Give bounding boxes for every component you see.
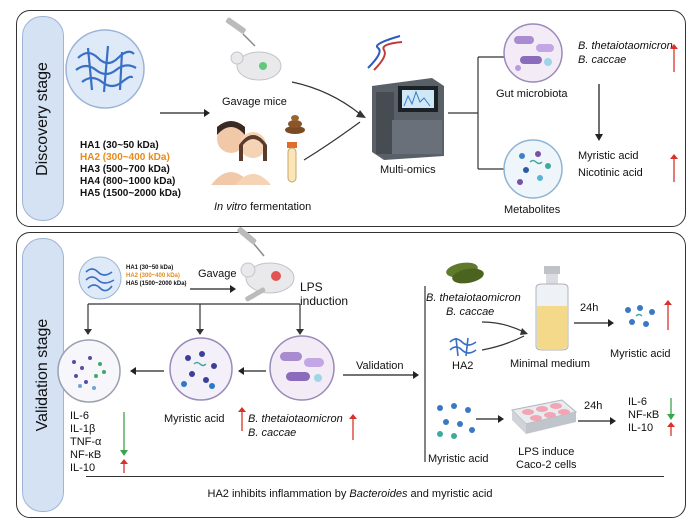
time-2-label: 24h (584, 400, 603, 412)
bacteria-1-label: B. thetaiotaomicron (248, 413, 343, 425)
up-arrow-icon (120, 459, 128, 473)
ha-item: HA3 (500~700 kDa) (80, 164, 170, 175)
in-vitro-fermentation-label: In vitro fermentation (214, 201, 312, 213)
bacteria-2-label: B. caccae (578, 54, 627, 66)
bacteria-green-icon (446, 262, 484, 284)
discovery-stage-text: Discovery stage (34, 61, 51, 176)
metabolites-circle-icon (503, 139, 563, 199)
arrow-right-icon (578, 417, 616, 425)
converge-to-flask-arrows (481, 321, 528, 351)
mouse-lps-icon (237, 227, 295, 302)
multi-omics-label: Multi-omics (380, 164, 436, 176)
validation-label: Validation (356, 360, 404, 372)
right-bacteria-2-label: B. caccae (446, 306, 495, 318)
branch-connector (448, 56, 504, 170)
human-faces-icon (211, 121, 271, 185)
up-arrow-icon (238, 407, 246, 431)
ha2-polymer-icon (449, 337, 477, 357)
up-arrow-icon (670, 44, 678, 72)
myristic-input-dots-icon (437, 403, 475, 439)
medium-bottle-icon (535, 266, 569, 351)
discovery-stage-box (16, 10, 686, 227)
ha-item: HA1 (30~50 kDa) (80, 140, 159, 151)
down-arrow-icon (667, 398, 675, 420)
branch-down-arrows (84, 303, 304, 335)
validation-stage-text: Validation stage (34, 318, 51, 432)
converge-arrows (291, 81, 366, 161)
arrow-left-icon (238, 367, 266, 375)
right-bacteria-1-label: B. thetaiotaomicron (426, 292, 521, 304)
ha-fraction-list: HA1 (30~50 kDa) HA2 (300~400 kDa) HA3 (5… (80, 140, 181, 200)
arrow-down-icon (595, 84, 603, 141)
cytokine-list: IL-6 IL-1β TNF-α NF-κB IL-10 (70, 410, 102, 474)
up-arrow-icon (349, 414, 357, 440)
arrow-right-icon (476, 415, 504, 423)
bacteria-2-label: B. caccae (248, 427, 297, 439)
lps-induce-label: LPS induce Caco-2 cells (516, 446, 577, 471)
right-branch-connector (424, 286, 426, 462)
up-arrow-icon (664, 300, 672, 330)
arrow-right-icon (343, 371, 419, 379)
minimal-medium-label: Minimal medium (510, 358, 591, 370)
bacteria-1-label: B. thetaiotaomicron (578, 40, 673, 52)
ha-small-list: HA1 (30~50 kDa) HA2 (300~400 kDa) HA5 (1… (126, 265, 187, 287)
ha-polymer-circle-icon (65, 29, 145, 109)
arrow-right-icon (160, 109, 210, 117)
dna-icon (367, 35, 403, 71)
myristic-dots-icon (625, 305, 655, 327)
well-plate-icon (510, 399, 578, 434)
myristic-acid-circle-icon (169, 337, 233, 401)
metabolite-2-label: Nicotinic acid (578, 167, 643, 179)
up-arrow-icon (667, 422, 675, 436)
sequencer-icon (372, 78, 444, 160)
gut-microbiota-circle-icon (503, 23, 563, 83)
metabolites-label: Metabolites (504, 204, 561, 216)
time-1-label: 24h (580, 302, 599, 314)
up-arrow-icon (670, 154, 678, 182)
ha-item: HA5 (1500~2000 kDa) (80, 188, 181, 199)
myristic-acid-result-label: Myristic acid (610, 348, 671, 360)
metabolite-1-label: Myristic acid (578, 150, 639, 162)
right-cytokine-list: IL-6 NF-κB IL-10 (628, 396, 660, 434)
arrow-right-icon (574, 319, 614, 327)
conclusion-text: HA2 inhibits inflammation by Bacteroides… (207, 488, 493, 500)
ha-item-highlight: HA2 (300~400 kDa) (80, 152, 170, 163)
gavage-mice-label: Gavage mice (222, 96, 287, 108)
down-arrow-icon (120, 412, 128, 456)
bacteria-circle-icon (269, 335, 335, 401)
arrow-right-icon (190, 285, 236, 293)
discovery-stage-label: Discovery stage (22, 16, 64, 221)
tube-icon (287, 142, 297, 183)
validation-stage-box (16, 232, 686, 518)
myristic-acid-label: Myristic acid (164, 413, 225, 425)
ha-item: HA4 (800~1000 kDa) (80, 176, 176, 187)
gut-microbiota-label: Gut microbiota (496, 88, 568, 100)
ha-polymer-small-icon (78, 256, 122, 300)
mouse-syringe-icon (225, 17, 282, 81)
gavage-label: Gavage (198, 268, 237, 280)
conclusion-divider (86, 476, 664, 477)
validation-stage-label: Validation stage (22, 238, 64, 512)
ha2-label: HA2 (452, 360, 474, 372)
myristic-acid-input-label: Myristic acid (428, 453, 489, 465)
stool-icon (285, 115, 305, 134)
arrow-left-icon (130, 367, 164, 375)
cytokine-circle-icon (57, 339, 121, 403)
